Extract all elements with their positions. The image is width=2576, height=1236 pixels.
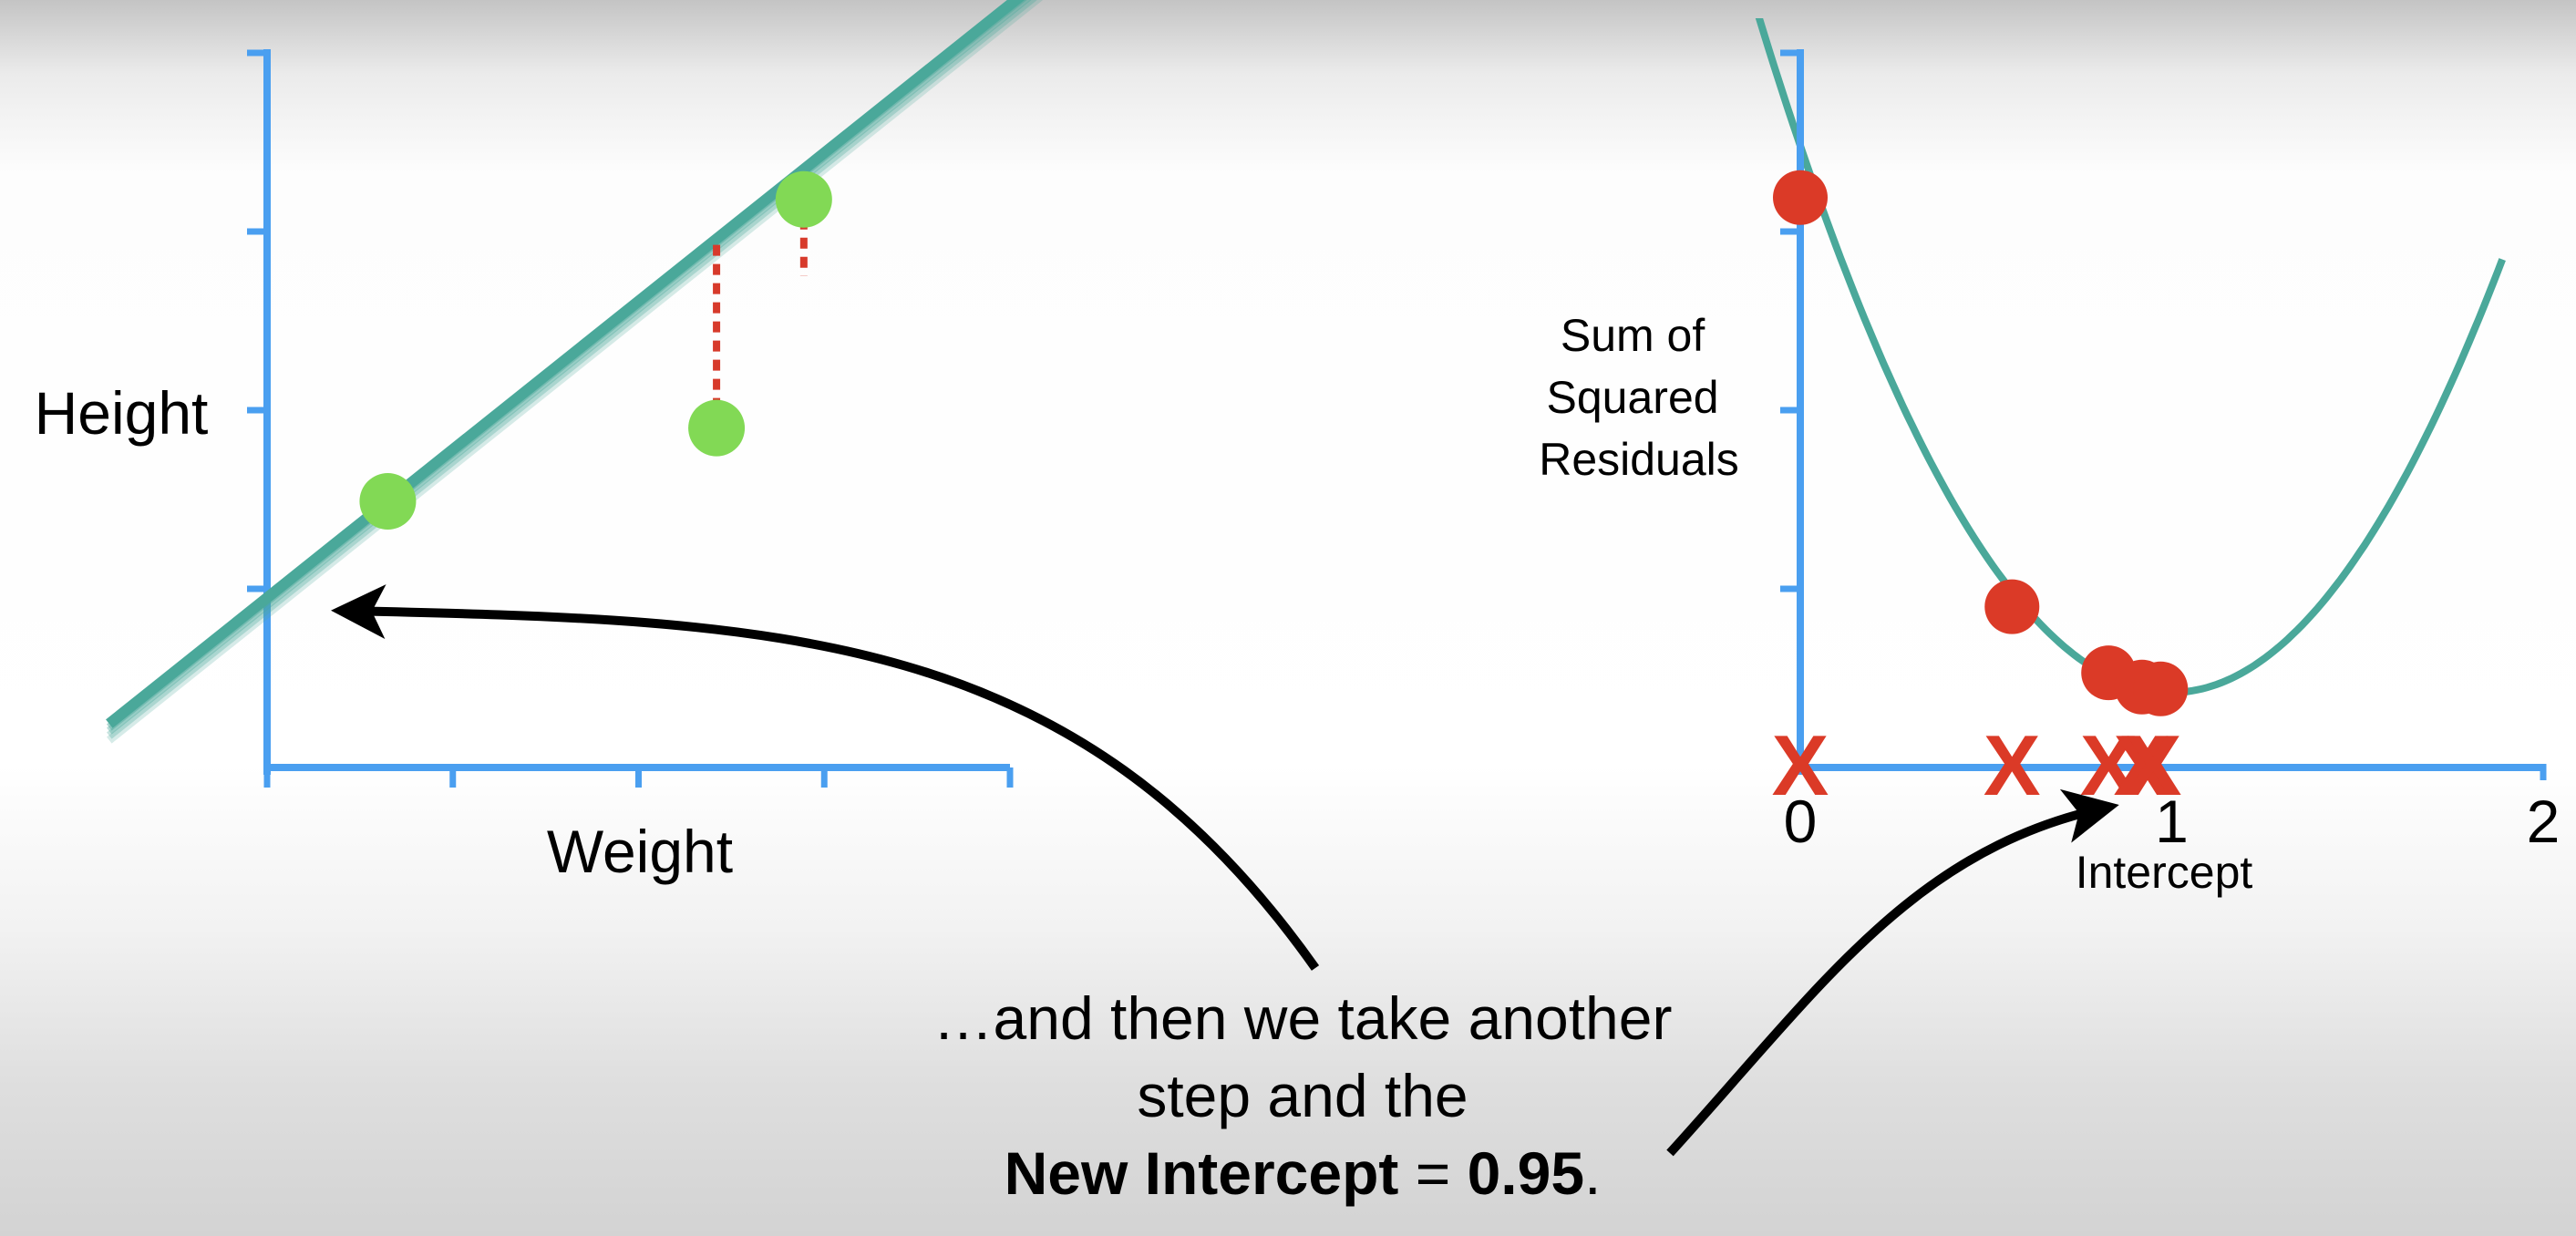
right-axis-ticks (1780, 49, 2547, 780)
data-point (359, 472, 417, 530)
caption-line-1: …and then we take another (933, 984, 1673, 1052)
ssr-curve-group (1755, 18, 2506, 696)
intercept-step-marker: X (2125, 717, 2182, 813)
x-axis-label-weight: Weight (547, 818, 733, 885)
ssr-point (1984, 579, 2040, 634)
fitted-line (106, 0, 1025, 728)
residual-lines (713, 199, 808, 428)
ssr-points (1773, 170, 2189, 716)
intercept-step-marker: X (1984, 717, 2041, 813)
x-tick-label: 0 (1784, 788, 1818, 855)
data-points (359, 170, 832, 530)
previous-fitted-line (107, 0, 1032, 735)
data-point (775, 170, 832, 228)
caption-period: . (1584, 1139, 1601, 1207)
new-intercept-value: 0.95 (1468, 1139, 1584, 1207)
previous-fitted-line (107, 0, 1044, 744)
y-axis-label-line-2: Squared (1547, 372, 1719, 423)
caption-line-2: step and the (1137, 1062, 1468, 1129)
x-tick-label: 1 (2155, 788, 2189, 855)
x-axis-label-intercept: Intercept (2076, 847, 2253, 898)
y-axis-label-line-3: Residuals (1539, 434, 1739, 485)
ssr-point (1773, 170, 1828, 225)
fitted-line-group (106, 0, 1044, 744)
y-axis-label-ssr: Sum of Squared Residuals (1539, 310, 1739, 485)
equals-sign: = (1398, 1139, 1467, 1207)
intercept-step-marker: X (2114, 717, 2171, 813)
y-axis-label-height: Height (35, 379, 209, 447)
y-axis-label-line-1: Sum of (1561, 310, 1705, 361)
x-tick-labels: 0 1 2 (1784, 788, 2561, 855)
previous-fitted-line (107, 0, 1037, 739)
weight-height-scatter-chart: Weight Height (35, 0, 1044, 885)
intercept-step-marker: X (1772, 717, 1829, 813)
ssr-point (2133, 661, 2189, 716)
ssr-curve (1755, 18, 2506, 696)
arrow-to-new-intercept (1666, 788, 2119, 1157)
new-intercept-label: New Intercept (1005, 1139, 1399, 1207)
caption: …and then we take another step and the N… (933, 984, 1673, 1207)
x-tick-label: 2 (2527, 788, 2561, 855)
data-point (688, 399, 746, 457)
left-axis-ticks (247, 49, 1014, 788)
arrow-to-fitted-line (331, 584, 1320, 971)
caption-line-3: New Intercept = 0.95. (1005, 1139, 1602, 1207)
